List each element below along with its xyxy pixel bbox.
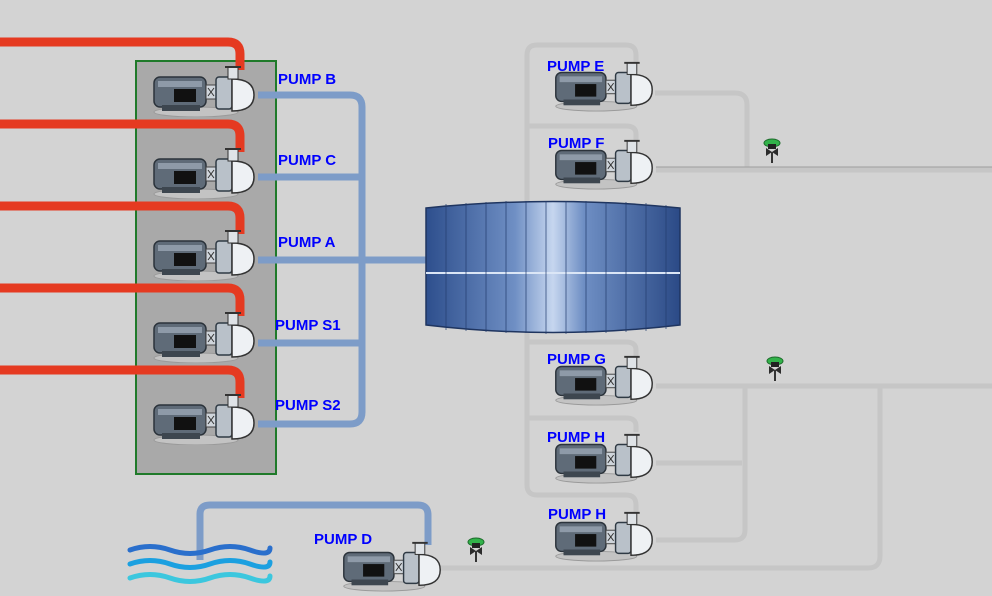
pump-d-icon[interactable] xyxy=(342,541,442,592)
pump-c-label: PUMP C xyxy=(278,152,336,169)
pump-b-label: PUMP B xyxy=(278,71,336,88)
upper-outlet-pipes xyxy=(524,42,992,205)
pump-s1-label: PUMP S1 xyxy=(275,317,341,334)
pump-d-label: PUMP D xyxy=(314,531,372,548)
pump-d-suction-pipe xyxy=(196,501,432,560)
hot-supply-pipes xyxy=(0,37,245,398)
valve-icon[interactable] xyxy=(763,138,781,164)
pump-e-label: PUMP E xyxy=(547,58,604,75)
pump-a-label: PUMP A xyxy=(278,234,336,251)
pump-s2-label: PUMP S2 xyxy=(275,397,341,414)
discharge-manifold xyxy=(258,91,430,428)
valve-icon[interactable] xyxy=(766,356,784,382)
water-source-icon xyxy=(127,544,273,584)
lower-outlet-pipes xyxy=(440,330,992,571)
tank-icon xyxy=(425,200,681,334)
pump-h2-label: PUMP H xyxy=(548,506,606,523)
pump-g-label: PUMP G xyxy=(547,351,606,368)
pump-f-label: PUMP F xyxy=(548,135,604,152)
valve-icon[interactable] xyxy=(467,537,485,563)
pump-h1-label: PUMP H xyxy=(547,429,605,446)
